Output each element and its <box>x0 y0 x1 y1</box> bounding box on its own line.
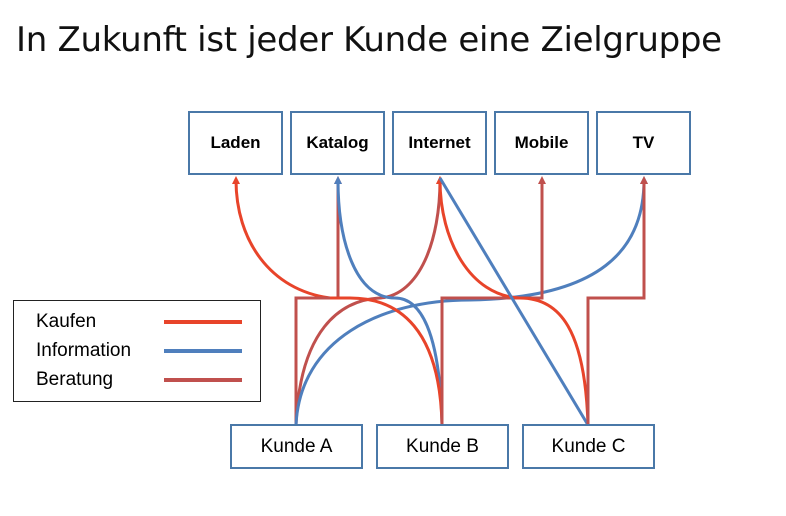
legend: Kaufen Information Beratung <box>13 300 261 402</box>
line-kunde-b-katalog-information <box>334 176 444 426</box>
channel-internet: Internet <box>392 111 487 175</box>
legend-label-beratung: Beratung <box>36 369 114 390</box>
line-kunde-a-katalog-beratung <box>294 176 342 425</box>
legend-line-kaufen <box>164 320 242 324</box>
line-kunde-a-tv-information <box>294 176 648 426</box>
line-kunde-c-tv-beratung <box>586 176 648 425</box>
legend-line-beratung <box>164 378 242 382</box>
page-title: In Zukunft ist jeder Kunde eine Zielgrup… <box>16 20 722 60</box>
customer-kunde-a: Kunde A <box>230 424 363 469</box>
customer-kunde-b: Kunde B <box>376 424 509 469</box>
customer-kunde-c: Kunde C <box>522 424 655 469</box>
line-kunde-a-internet-beratung <box>294 176 444 426</box>
channel-mobile: Mobile <box>494 111 589 175</box>
channel-laden: Laden <box>188 111 283 175</box>
channel-katalog: Katalog <box>290 111 385 175</box>
legend-line-information <box>164 349 242 353</box>
line-kunde-b-laden-kaufen <box>330 296 444 426</box>
legend-label-kaufen: Kaufen <box>36 311 97 332</box>
line-kunde-c-internet-kaufen <box>436 176 590 426</box>
legend-label-information: Information <box>36 340 132 361</box>
channel-tv: TV <box>596 111 691 175</box>
line-kunde-c-internet-information <box>438 177 590 426</box>
line-kunde-b-mobile-beratung <box>440 176 546 425</box>
